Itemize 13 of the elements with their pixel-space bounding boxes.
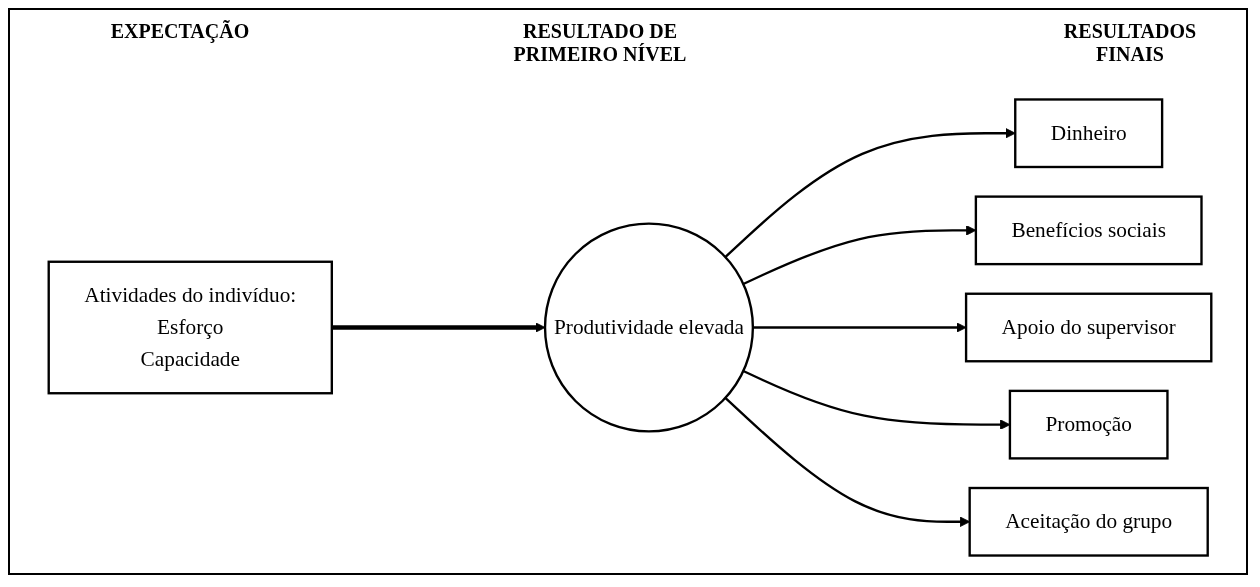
arrow bbox=[331, 322, 546, 333]
column-heading: EXPECTAÇÃO bbox=[109, 20, 251, 43]
node-box: Atividades do indivíduo: Esforço Capacidade bbox=[47, 260, 333, 395]
node-box: Dinheiro bbox=[1014, 98, 1164, 169]
node-box: Benefícios sociais bbox=[974, 195, 1203, 266]
column-heading: RESULTADO DE PRIMEIRO NÍVEL bbox=[512, 20, 688, 66]
node-circle: Produtividade elevada bbox=[543, 222, 755, 433]
node-box: Apoio do supervisor bbox=[964, 292, 1213, 363]
arrow bbox=[752, 322, 967, 333]
arrow bbox=[724, 128, 1016, 258]
node-box: Aceitação do grupo bbox=[968, 486, 1209, 557]
column-heading: RESULTADOS FINAIS bbox=[1062, 20, 1198, 66]
node-box: Promoção bbox=[1008, 389, 1169, 460]
